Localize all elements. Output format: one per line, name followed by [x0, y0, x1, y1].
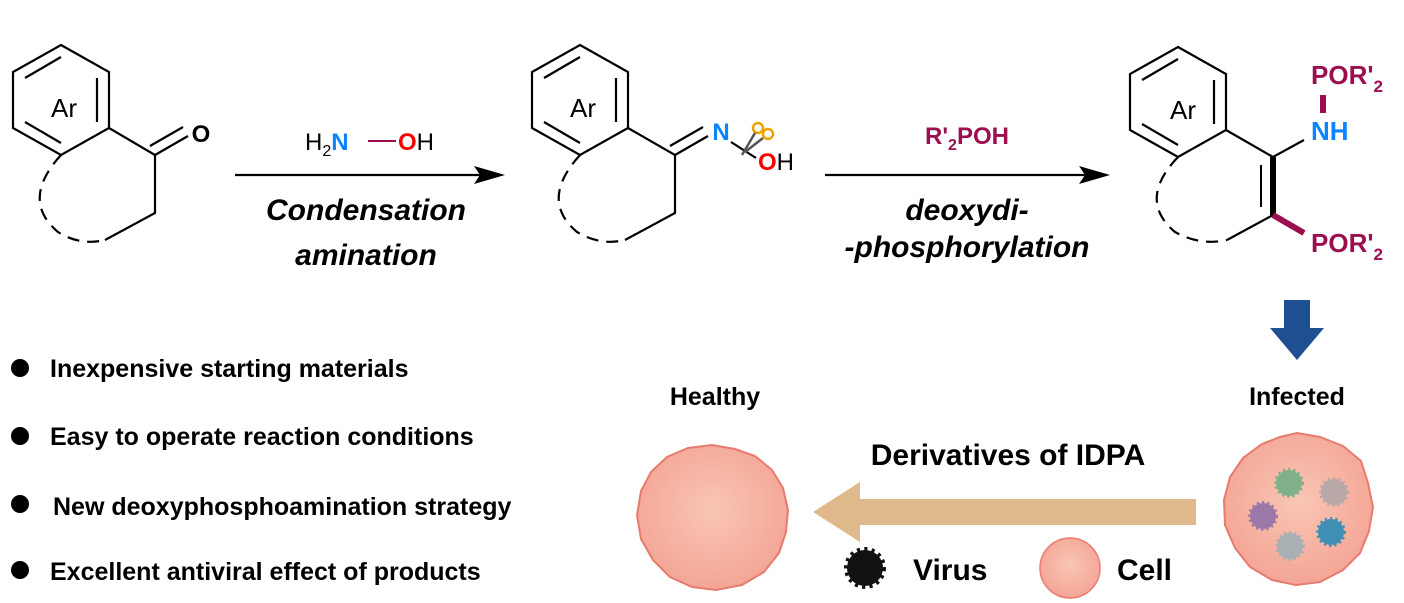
product-molecule: Ar NH POR'2 POR'2 [1128, 45, 1383, 264]
step2-label-1: deoxydi- [905, 194, 1028, 227]
feature-item: New deoxyphosphoamination strategy [53, 493, 512, 521]
nitrogen-atom: N [712, 119, 729, 146]
feature-list: Inexpensive starting materials Easy to o… [11, 355, 512, 586]
svg-text:OH: OH [758, 149, 794, 176]
step1-arrow: H2N OH Condensation amination [235, 129, 505, 272]
scissors-icon [740, 121, 775, 156]
phosphine-oxide-reagent: R'2POH [925, 123, 1009, 154]
legend: Virus Cell [844, 537, 1172, 599]
step2-arrow: R'2POH deoxydi- -phosphorylation [825, 123, 1110, 264]
step1-label-2: amination [295, 239, 437, 272]
oxygen-atom: O [192, 121, 211, 148]
feature-item: Excellent antiviral effect of products [50, 558, 481, 586]
virus-icon [1248, 468, 1349, 561]
por2-top: POR'2 [1311, 60, 1383, 96]
infected-label: Infected [1249, 383, 1345, 411]
oxime-intermediate: Ar N OH [530, 43, 794, 243]
healthy-label: Healthy [670, 383, 760, 411]
legend-cell-label: Cell [1117, 554, 1172, 587]
legend-virus-label: Virus [913, 554, 988, 587]
hydroxylamine-reagent: H2N [305, 129, 349, 160]
feature-item: Easy to operate reaction conditions [50, 423, 474, 451]
healthy-cell [635, 443, 790, 592]
arrow-label: Derivatives of IDPA [871, 439, 1146, 472]
nh-group: NH [1311, 116, 1349, 146]
virus-icon [844, 547, 886, 589]
cell-icon [1039, 537, 1101, 599]
step1-label-1: Condensation [266, 194, 466, 227]
treatment-arrow [813, 482, 1196, 542]
step2-label-2: -phosphorylation [845, 231, 1090, 264]
svg-text:OH: OH [398, 129, 434, 156]
ring-label: Ar [1170, 95, 1196, 125]
infected-cell [1222, 431, 1375, 587]
ring-label: Ar [570, 93, 596, 123]
por2-bottom: POR'2 [1311, 228, 1383, 264]
feature-item: Inexpensive starting materials [50, 355, 408, 383]
ring-label: Ar [51, 93, 77, 123]
down-arrow-icon [1270, 300, 1324, 360]
reactant-ketone: Ar O [11, 43, 211, 243]
